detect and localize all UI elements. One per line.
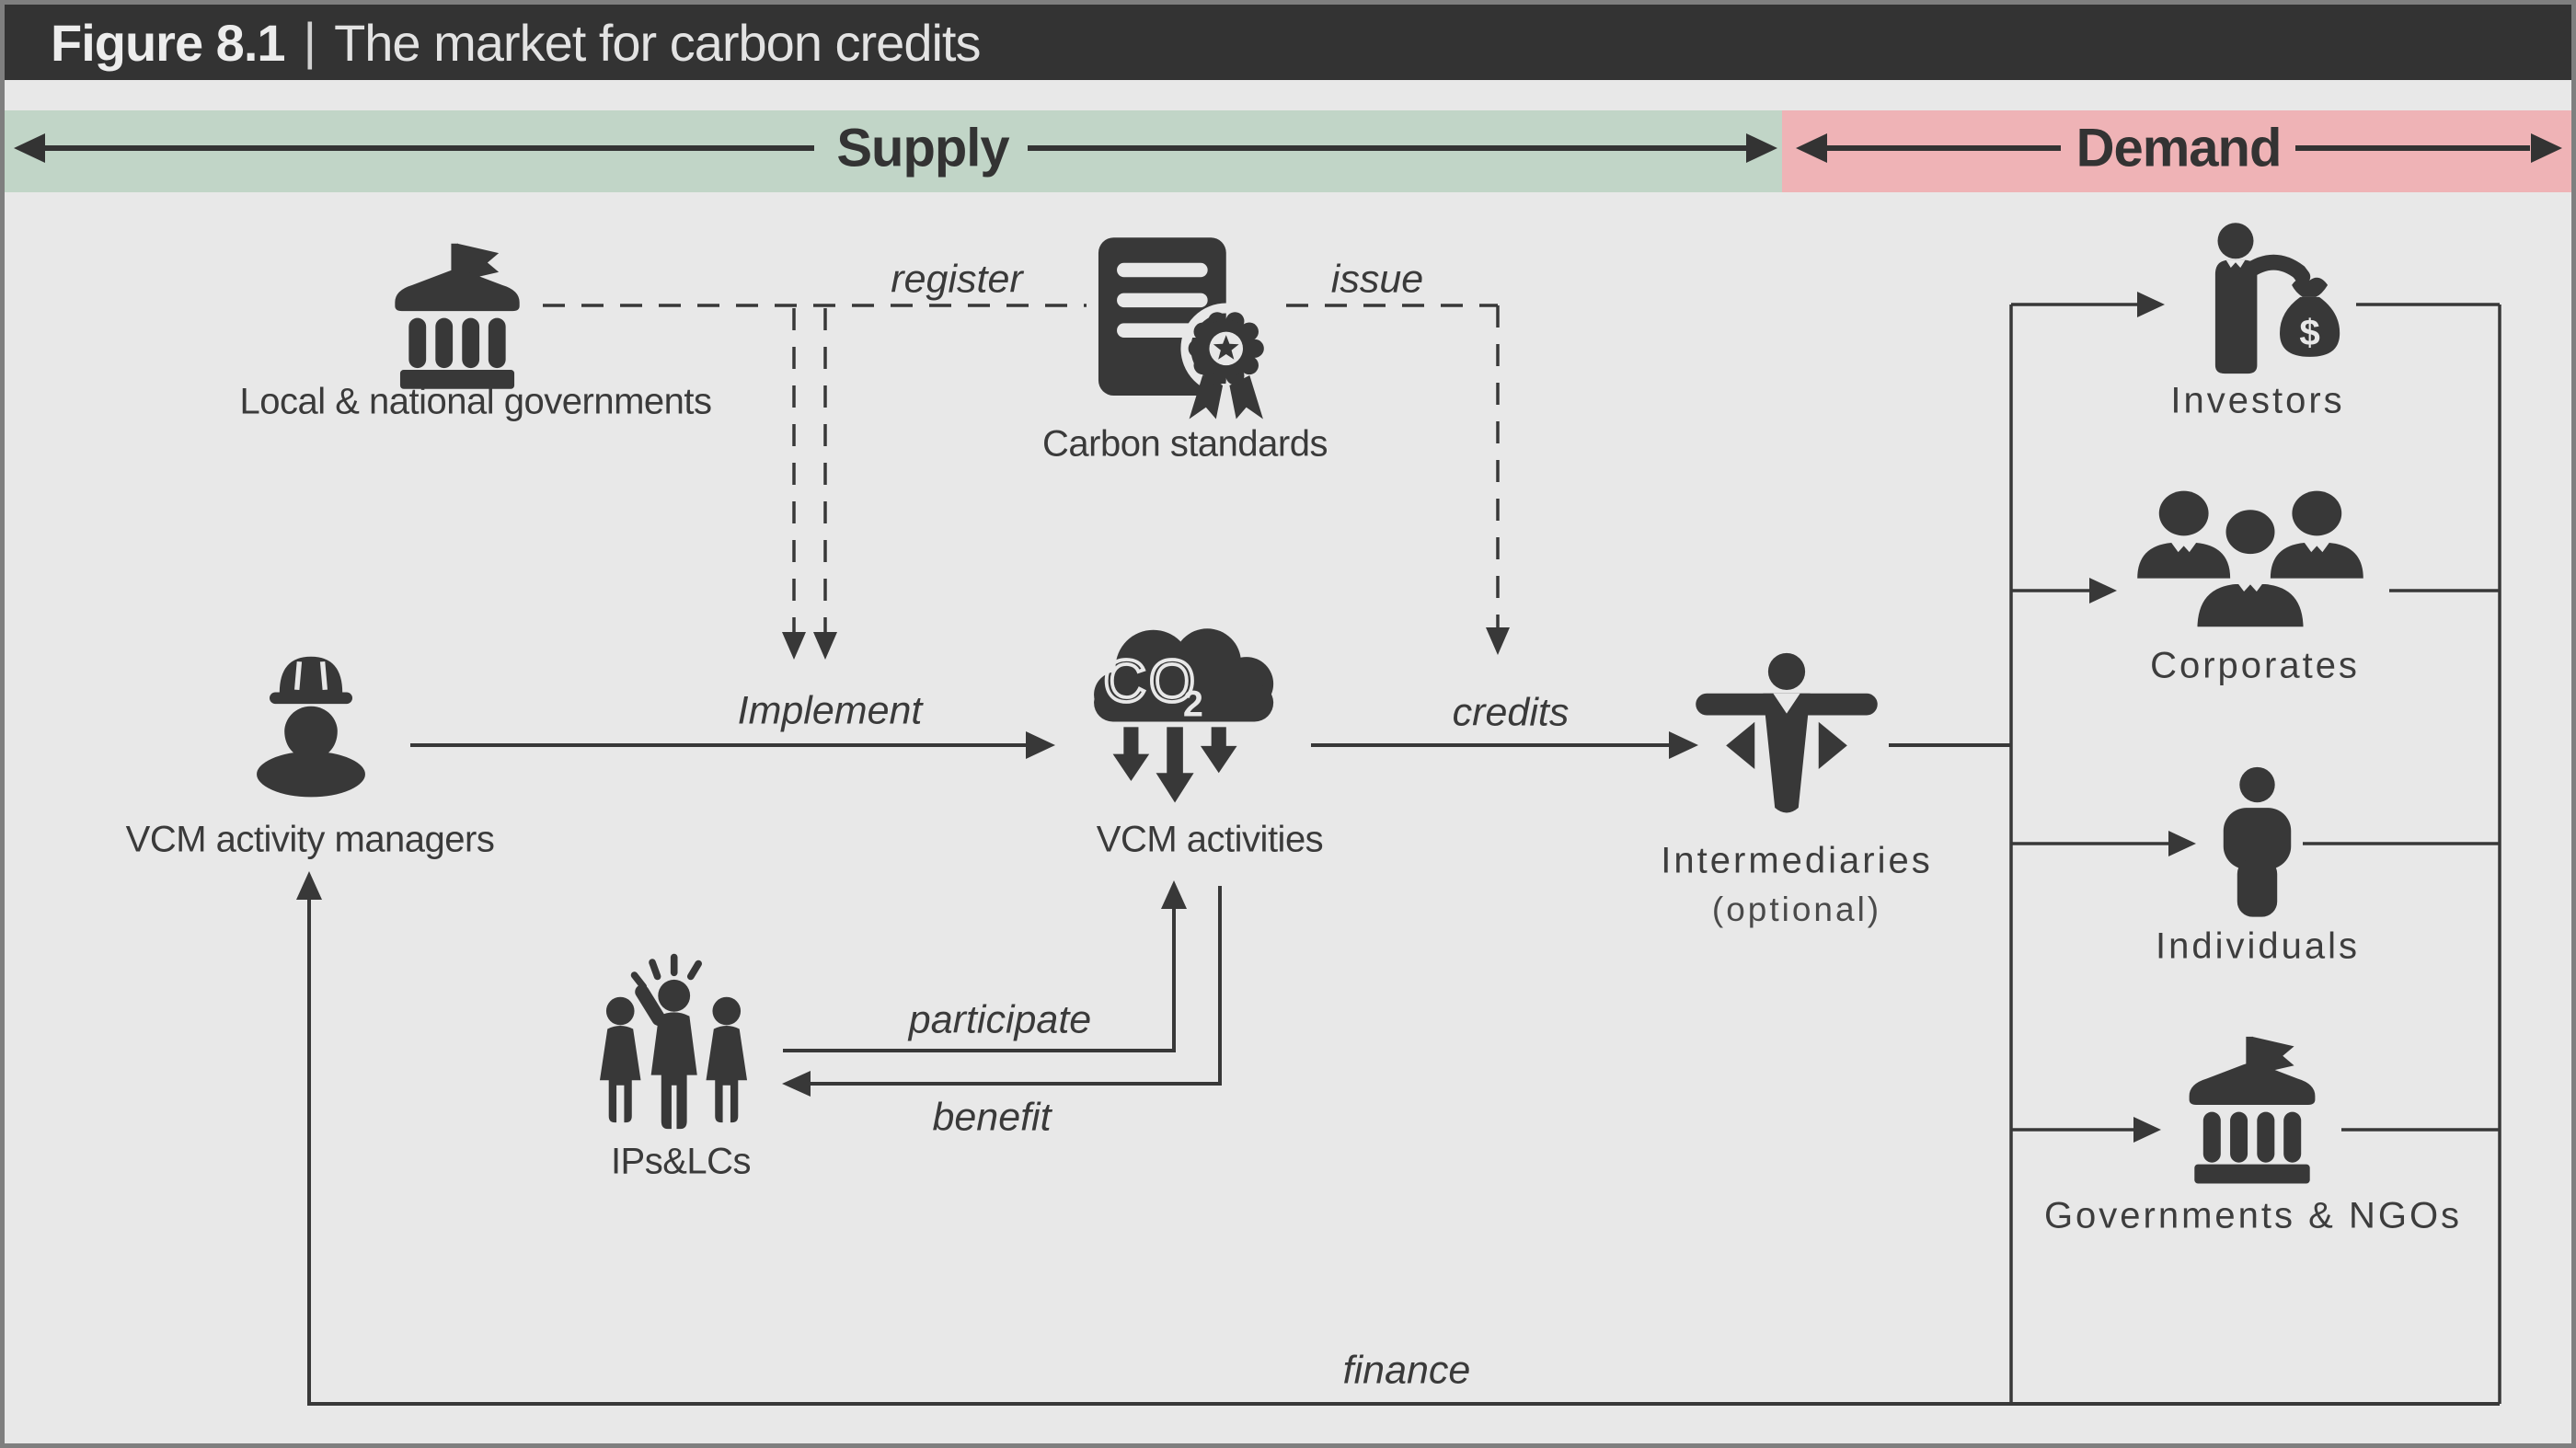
credits-arrow [1311, 731, 1698, 759]
individuals-icon [2223, 766, 2292, 917]
register-flow-dashed [543, 304, 1087, 660]
vcm-managers-label: VCM activity managers [125, 819, 495, 860]
demand-branches [2011, 292, 2196, 1143]
demand-band-label: Demand [2076, 118, 2283, 178]
supply-band [5, 110, 1782, 192]
governments-label: Local & national governments [239, 381, 713, 422]
corporates-icon [2137, 490, 2363, 633]
issue-flow-label: issue [1330, 257, 1424, 302]
governments-icon [395, 243, 520, 389]
benefit-arrow [782, 886, 1222, 1097]
ips-lcs-label: IPs&LCs [610, 1141, 752, 1182]
connector-lines [14, 133, 2562, 1406]
supply-arrow [14, 133, 1777, 163]
implement-flow-label: Implement [737, 688, 923, 733]
vcm-activities-icon: CO 2 [1094, 628, 1274, 803]
participate-arrow [783, 880, 1187, 1052]
finance-flow-label: finance [1342, 1348, 1471, 1393]
intermediaries-label: Intermediaries [1661, 840, 1933, 881]
register-flow-label: register [891, 257, 1023, 302]
finance-arrow [296, 871, 2500, 1406]
ips-lcs-icon [599, 953, 748, 1130]
demand-arrow [1796, 133, 2562, 163]
participate-flow-label: participate [908, 997, 1092, 1042]
title-bar: Figure 8.1 | The market for carbon credi… [5, 5, 2571, 80]
supply-band-label: Supply [836, 118, 1009, 178]
intermediaries-icon [1696, 652, 1878, 813]
implement-arrow [410, 731, 1055, 759]
governments-ngos-icon [2189, 1036, 2316, 1184]
benefit-flow-label: benefit [932, 1095, 1052, 1140]
vcm-managers-icon [252, 656, 370, 801]
money-symbol: $ [2299, 312, 2319, 353]
issue-flow-dashed [1286, 304, 1510, 655]
page-title: The market for carbon credits [334, 13, 981, 72]
credits-flow-label: credits [1452, 690, 1570, 735]
carbon-standards-label: Carbon standards [1042, 423, 1328, 465]
demand-right-links [2303, 303, 2500, 1132]
carbon-standards-icon [1098, 237, 1272, 419]
co2-text: CO [1103, 648, 1198, 714]
demand-band [1782, 110, 2571, 192]
investors-label: Investors [2170, 380, 2345, 421]
governments-ngos-label: Governments & NGOs [2043, 1195, 2463, 1236]
figure-number: Figure 8.1 [51, 13, 286, 72]
vcm-activities-label: VCM activities [1096, 819, 1324, 860]
title-separator: | [303, 11, 317, 70]
individuals-label: Individuals [2155, 925, 2361, 967]
co2-subscript: 2 [1183, 684, 1203, 725]
corporates-label: Corporates [2150, 645, 2360, 686]
intermediaries-optional-label: (optional) [1711, 891, 1882, 928]
investors-icon: $ [2214, 223, 2340, 374]
